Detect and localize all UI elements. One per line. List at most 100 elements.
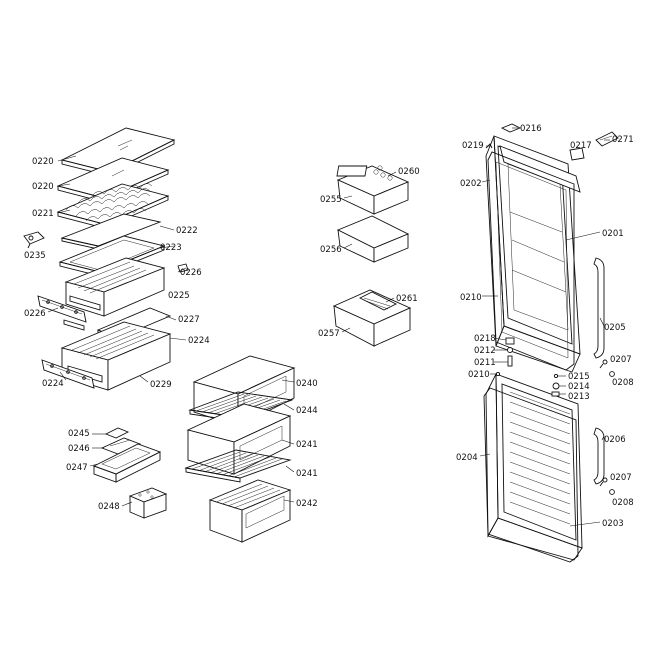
leader bbox=[159, 225, 175, 231]
handle-screw-upper bbox=[599, 359, 615, 377]
label-0218: 0218 bbox=[474, 334, 496, 344]
label-0255: 0255 bbox=[320, 195, 342, 205]
side-hinge-clip bbox=[177, 263, 189, 273]
handle-screw-lower bbox=[599, 477, 615, 495]
label-0205: 0205 bbox=[604, 323, 626, 333]
ice-tray-lid bbox=[104, 427, 130, 439]
leader bbox=[341, 327, 351, 333]
middle-hinge-hardware bbox=[495, 337, 560, 397]
label-0235: 0235 bbox=[24, 251, 46, 261]
label-0242: 0242 bbox=[296, 499, 318, 509]
label-0214: 0214 bbox=[568, 382, 590, 392]
leader bbox=[169, 337, 187, 341]
label-0217: 0217 bbox=[570, 141, 592, 151]
leader bbox=[493, 337, 507, 341]
label-0241: 0241 bbox=[296, 469, 318, 479]
label-0261: 0261 bbox=[396, 294, 418, 304]
label-0207: 0207 bbox=[610, 355, 632, 365]
leader bbox=[285, 465, 295, 473]
label-0223: 0223 bbox=[160, 243, 182, 253]
label-0208: 0208 bbox=[612, 498, 634, 508]
label-0216: 0216 bbox=[520, 124, 542, 134]
label-0201: 0201 bbox=[602, 229, 624, 239]
drawer-rail-lower bbox=[41, 359, 95, 389]
leader bbox=[57, 209, 71, 214]
leader bbox=[57, 183, 71, 187]
label-0227: 0227 bbox=[178, 315, 200, 325]
label-0220: 0220 bbox=[32, 182, 54, 192]
leader bbox=[281, 439, 295, 445]
leader bbox=[57, 155, 77, 162]
ice-tray bbox=[92, 443, 162, 483]
freezer-drawer-middle bbox=[186, 403, 292, 475]
label-0260: 0260 bbox=[398, 167, 420, 177]
door-bin-bottle bbox=[332, 289, 412, 347]
leader bbox=[343, 195, 353, 199]
label-0210: 0210 bbox=[460, 293, 482, 303]
label-0247: 0247 bbox=[66, 463, 88, 473]
leader bbox=[599, 317, 605, 327]
upper-door-gasket bbox=[487, 151, 575, 371]
hinge-cover-top bbox=[500, 123, 522, 133]
leader bbox=[177, 267, 187, 273]
label-0213: 0213 bbox=[568, 392, 590, 402]
label-0246: 0246 bbox=[68, 444, 90, 454]
leader bbox=[385, 297, 395, 303]
leader bbox=[343, 243, 353, 249]
leader bbox=[59, 371, 67, 381]
label-0210: 0210 bbox=[468, 370, 490, 380]
door-handle-upper bbox=[593, 257, 605, 359]
hinge-top bbox=[595, 131, 619, 147]
door-handle-lower bbox=[593, 427, 605, 485]
label-0229: 0229 bbox=[150, 380, 172, 390]
label-0208: 0208 bbox=[612, 378, 634, 388]
label-0225: 0225 bbox=[168, 291, 190, 301]
label-0222: 0222 bbox=[176, 226, 198, 236]
crisper-drawer-lower bbox=[60, 321, 172, 391]
leader bbox=[565, 231, 601, 241]
wire-grid-shelf-lower bbox=[184, 449, 292, 483]
ice-cube-box bbox=[128, 487, 168, 519]
drawer-rail-upper bbox=[37, 295, 87, 331]
lower-door-assembly bbox=[485, 373, 583, 561]
leader bbox=[47, 307, 59, 313]
label-0224: 0224 bbox=[42, 379, 64, 389]
label-0220: 0220 bbox=[32, 157, 54, 167]
label-0206: 0206 bbox=[604, 435, 626, 445]
label-0241: 0241 bbox=[296, 440, 318, 450]
label-0219: 0219 bbox=[462, 141, 484, 151]
label-0244: 0244 bbox=[296, 406, 318, 416]
shelf-clip-left bbox=[23, 231, 45, 249]
label-0207: 0207 bbox=[610, 473, 632, 483]
label-0271: 0271 bbox=[612, 135, 634, 145]
door-bin-egg bbox=[336, 165, 410, 215]
label-0211: 0211 bbox=[474, 358, 496, 368]
leader bbox=[601, 435, 605, 441]
leader bbox=[481, 179, 491, 183]
leader bbox=[387, 171, 397, 177]
label-0212: 0212 bbox=[474, 346, 496, 356]
leader bbox=[281, 379, 295, 383]
leader bbox=[569, 521, 601, 527]
label-0224: 0224 bbox=[188, 336, 210, 346]
leader bbox=[283, 403, 295, 411]
leader bbox=[159, 245, 175, 249]
label-0202: 0202 bbox=[460, 179, 482, 189]
label-0245: 0245 bbox=[68, 429, 90, 439]
cover-cap bbox=[569, 147, 585, 161]
label-0248: 0248 bbox=[98, 502, 120, 512]
label-0240: 0240 bbox=[296, 379, 318, 389]
label-0204: 0204 bbox=[456, 453, 478, 463]
leader bbox=[165, 315, 177, 321]
label-0221: 0221 bbox=[32, 209, 54, 219]
label-0226: 0226 bbox=[24, 309, 46, 319]
leader bbox=[121, 501, 133, 507]
upper-door-assembly bbox=[485, 135, 581, 373]
freezer-drawer-bottom bbox=[208, 479, 292, 543]
label-0257: 0257 bbox=[318, 329, 340, 339]
label-0256: 0256 bbox=[320, 245, 342, 255]
ice-tray-insert bbox=[100, 437, 142, 455]
leader bbox=[479, 453, 491, 457]
